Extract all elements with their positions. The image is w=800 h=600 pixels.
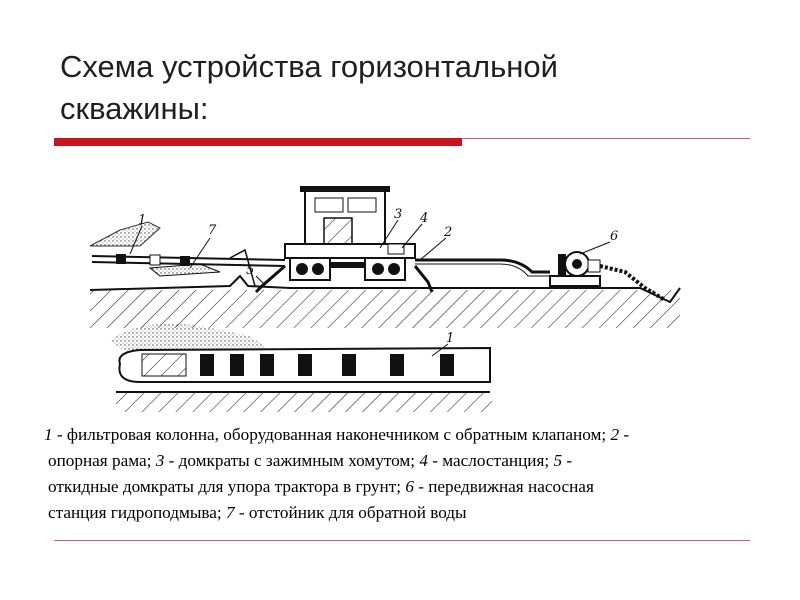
title-underline-red	[54, 138, 462, 146]
label-7: 7	[208, 223, 217, 238]
label-6: 6	[610, 229, 618, 244]
legend-text-6b: станция гидроподмыва;	[48, 503, 227, 522]
legend-number-4: 4	[419, 451, 428, 470]
title-underline-thin	[462, 138, 750, 139]
intake-hose	[599, 264, 667, 302]
pump-station	[549, 251, 601, 287]
legend-text-1: - фильтровая колонна, оборудованная нако…	[52, 425, 611, 444]
folding-jack-right	[413, 265, 434, 293]
label-5: 5	[246, 263, 254, 278]
slide-title: Схема устройства горизонтальной скважины…	[60, 46, 660, 130]
legend-text-2b: опорная рама;	[48, 451, 156, 470]
legend-text-5a: -	[562, 451, 573, 470]
legend-number-2: 2	[610, 425, 620, 444]
legend-line-4: станция гидроподмыва; 7 - отстойник для …	[44, 500, 764, 526]
water-hose	[415, 258, 550, 274]
label-4: 4	[419, 211, 428, 226]
trench-slope	[229, 248, 256, 287]
settling-pit	[148, 263, 221, 277]
leader-line-lower	[431, 343, 449, 357]
legend-number-5: 5	[553, 451, 563, 470]
legend-text-5b: откидные домкраты для упора трактора в г…	[48, 477, 406, 496]
tractor	[284, 186, 416, 281]
water-hose-inner	[415, 263, 550, 277]
leader-lines-upper	[129, 219, 611, 285]
legend-text-3: - домкраты с зажимным хомутом;	[164, 451, 420, 470]
filter-column-upper	[91, 254, 286, 267]
soil-pile	[89, 221, 161, 247]
ground-hatch-upper	[90, 290, 680, 328]
folding-jack-left	[254, 264, 286, 294]
ground-hatch-lower	[116, 392, 492, 412]
label-1: 1	[138, 213, 146, 228]
legend-number-7: 7	[226, 503, 235, 522]
footer-rule	[54, 540, 750, 541]
label-1-lower: 1	[446, 331, 454, 346]
legend-line-2: опорная рама; 3 - домкраты с зажимным хо…	[44, 448, 764, 474]
label-3: 3	[394, 207, 402, 222]
legend-text-4: - маслостанция;	[427, 451, 554, 470]
legend-line-3: откидные домкраты для упора трактора в г…	[44, 474, 764, 500]
legend-number-1: 1	[44, 425, 53, 444]
legend-text-6: - передвижная насосная	[413, 477, 594, 496]
title-line-2: скважины:	[60, 91, 209, 126]
label-2: 2	[443, 225, 452, 240]
horizontal-well-diagram: 1 7 5 3 4 2 6 1	[89, 186, 681, 412]
filter-column-lower	[118, 346, 491, 383]
diagram-legend: 1 - фильтровая колонна, оборудованная на…	[44, 422, 764, 526]
title-line-1: Схема устройства горизонтальной	[60, 49, 558, 84]
legend-text-7: - отстойник для обратной воды	[234, 503, 467, 522]
legend-text-2a: -	[619, 425, 630, 444]
legend-number-6: 6	[405, 477, 414, 496]
legend-number-3: 3	[155, 451, 165, 470]
legend-line-1: 1 - фильтровая колонна, оборудованная на…	[44, 422, 764, 448]
